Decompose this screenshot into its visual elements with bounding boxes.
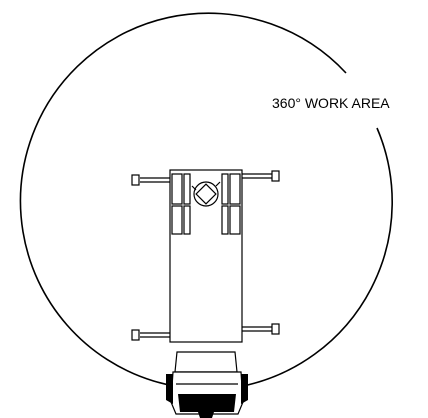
outrigger-front-right — [242, 170, 280, 182]
work-area-label: 360° WORK AREA — [272, 95, 390, 111]
machine-chassis — [169, 169, 243, 343]
work-area-circle-arc-right — [242, 127, 393, 387]
operator-cab — [166, 351, 248, 418]
outrigger-rear-left — [131, 329, 170, 341]
turntable — [191, 181, 221, 207]
outrigger-front-left — [131, 174, 170, 186]
work-area-circle — [19, 12, 347, 390]
outrigger-rear-right — [242, 323, 280, 335]
